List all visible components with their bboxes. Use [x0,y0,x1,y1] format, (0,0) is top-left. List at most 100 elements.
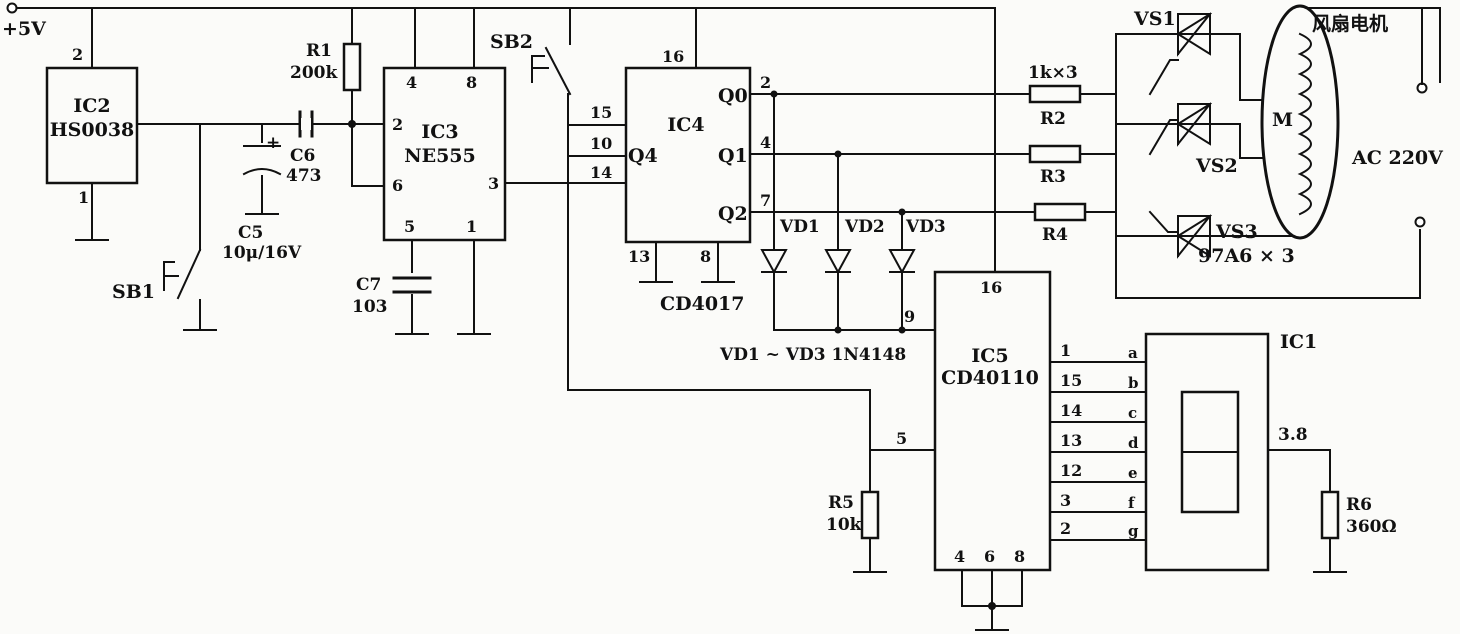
ic3-pin5: 5 [404,217,415,236]
ic5-output-pins: 1 15 14 13 12 3 2 [1060,341,1082,538]
ic4-q2: Q2 [718,203,748,225]
ic2-hs0038: IC2 HS0038 2 1 [45,45,139,207]
supply-label: +5V [2,18,47,40]
ic3-part: NE555 [404,145,476,167]
segment-label: e [1128,464,1138,482]
vd1-label: VD1 [779,217,820,237]
c7-ref: C7 [356,275,381,295]
segment-labels: a b c d e f g [1128,344,1139,540]
vd3-label: VD3 [905,217,946,237]
ic4-cd4017: IC4 CD4017 16 15 10 14 13 8 2 4 7 Q0 Q1 … [590,47,771,315]
segment-label: f [1128,494,1136,512]
vcc-rail [15,7,996,273]
ic1-pins: 3.8 [1278,425,1308,445]
ic4-pin4: 4 [760,133,771,152]
r3-label: R3 [1040,167,1066,187]
r6-value: 360Ω [1346,517,1397,537]
ic5-part: CD40110 [941,367,1039,389]
ic3-pin6: 6 [392,176,403,195]
ic5-out-pin: 13 [1060,431,1082,450]
ic5-ref: IC5 [971,345,1008,367]
ic4-ref: IC4 [667,114,704,136]
c5-ref: C5 [238,223,263,243]
ic5-pin16: 16 [980,278,1002,297]
wires [6,2,1441,631]
ic4-pin14: 14 [590,163,612,182]
triacs: VS1 VS2 VS3 97A6 × 3 [1115,8,1295,267]
ic3-pin2: 2 [392,115,403,134]
ic4-q4: Q4 [628,145,658,167]
ic3-ref: IC3 [421,121,458,143]
r1-ref: R1 [306,41,332,61]
r2-label: R2 [1040,109,1066,129]
segment-label: a [1128,344,1138,362]
ic4-pin10: 10 [590,134,612,153]
ic5-pin4: 4 [954,547,965,566]
motor-title: 风扇电机 [1312,12,1388,35]
c6-value: 473 [286,166,322,186]
c6-capacitor: C6 473 [286,110,322,186]
ic4-q1: Q1 [718,145,748,167]
ic5-out-pin: 3 [1060,491,1071,510]
ic5-pin8: 8 [1014,547,1025,566]
segment-label: g [1128,522,1139,540]
ic5-out-pin: 12 [1060,461,1082,480]
diodes: VD1 VD2 VD3 VD1 ~ VD3 1N4148 9 [719,90,946,365]
ic5-out-pin: 2 [1060,519,1071,538]
sb2-label: SB2 [490,31,533,53]
ic1-ref: IC1 [1280,331,1317,353]
c5-value: 10μ/16V [222,243,302,263]
ic1-display: IC1 3.8 [1144,331,1317,572]
c5-capacitor: + C5 10μ/16V [222,133,302,263]
r5-resistor: R5 10k [826,490,880,540]
ic5-out-pin: 14 [1060,401,1082,420]
ic2-ref: IC2 [73,95,110,117]
ic5-pin9: 9 [904,307,915,326]
vd2-label: VD2 [844,217,885,237]
vs3-label: VS3 [1215,221,1258,243]
ic5-pin6: 6 [984,547,995,566]
c7-capacitor: C7 103 [352,275,432,317]
ic3-pin1: 1 [466,217,477,236]
ic4-pin7: 7 [760,191,771,210]
ic4-pin13: 13 [628,247,650,266]
ic5-cd40110: IC5 CD40110 16 5 4 6 8 1 15 14 13 12 3 2… [896,270,1139,572]
c5-polarity: + [266,133,280,153]
vs2-label: VS2 [1195,155,1238,177]
r1-resistor: R1 200k [290,41,362,125]
ic4-pin2: 2 [760,73,771,92]
gate-resistors: 1k×3 R2 R3 R4 [1028,63,1087,245]
c7-value: 103 [352,297,388,317]
vcc-terminal [6,2,18,14]
r5-ref: R5 [828,493,854,513]
ic3-pin8: 8 [466,73,477,92]
sb1-switch: SB1 [112,261,179,303]
ac-label: AC 220V [1351,147,1444,169]
r1-value: 200k [290,63,338,83]
ic5-out-pin: 1 [1060,341,1071,360]
fan-motor: M 风扇电机 AC 220V [1260,4,1444,240]
sb1-label: SB1 [112,281,155,303]
diodes-note: VD1 ~ VD3 1N4148 [719,345,906,365]
r4-label: R4 [1042,225,1068,245]
ic2-pin-gnd: 1 [78,188,89,207]
segment-label: b [1128,374,1139,392]
ic3-pin4: 4 [406,73,417,92]
ic5-out-pin: 15 [1060,371,1082,390]
ic3-pin3: 3 [488,174,499,193]
ic4-pin8: 8 [700,247,711,266]
r6-ref: R6 [1346,495,1372,515]
motor-symbol: M [1272,109,1293,131]
segment-label: d [1128,434,1139,452]
ic4-part: CD4017 [660,293,744,315]
ic2-pin-vcc: 2 [72,45,83,64]
ic3-ne555: IC3 NE555 4 8 2 6 3 5 1 [382,66,507,242]
r5-value: 10k [826,515,863,535]
vs1-label: VS1 [1133,8,1176,30]
ic2-part: HS0038 [50,119,135,141]
ic4-pin15: 15 [590,103,612,122]
triac-part-label: 97A6 × 3 [1198,245,1295,267]
ic5-pin5: 5 [896,429,907,448]
